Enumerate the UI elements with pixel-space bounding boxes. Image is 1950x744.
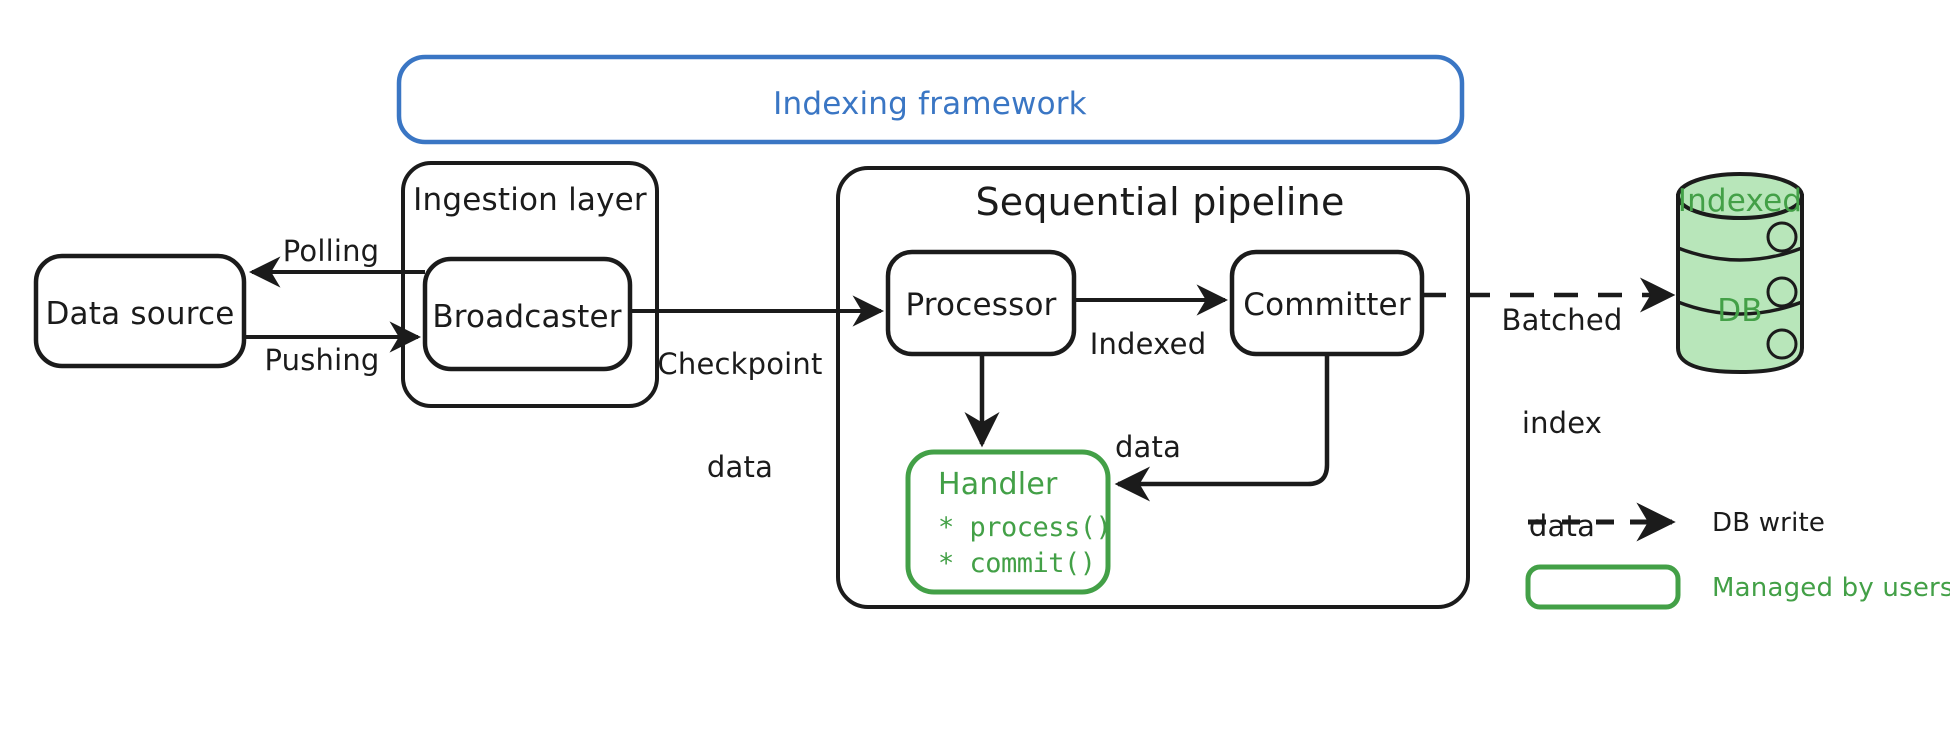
indexed-data-line2: data [1114,430,1182,465]
polling-label: Polling [282,234,380,268]
processor-label: Processor [905,287,1057,323]
indexing-framework-label: Indexing framework [773,86,1087,122]
legend-managed-by-users-label: Managed by users [1712,573,1950,603]
indexed-db-line1: Indexed [1677,183,1803,220]
handler-node[interactable] [905,449,1111,595]
indexed-db-label: Indexed DB [1678,110,1803,403]
sequential-pipeline-label: Sequential pipeline [975,180,1345,224]
committer-label: Committer [1243,287,1411,323]
checkpoint-data-label: Checkpoint data [657,279,822,553]
checkpoint-data-line2: data [706,450,774,485]
indexed-db-line2: DB [1717,292,1763,329]
handler-title: Handler [938,467,1058,502]
handler-method-process: * process() [938,512,1112,543]
batched-index-data-label: Batched index data [1501,235,1622,611]
batched-line1: Batched [1501,303,1623,338]
committer-to-handler-arrow [1114,354,1330,502]
indexed-data-label: Indexed data [1090,259,1207,533]
handler-method-commit: * commit() [938,548,1096,579]
checkpoint-data-line1: Checkpoint [657,347,823,382]
broadcaster-label: Broadcaster [432,299,622,335]
data-source-node[interactable] [33,253,247,369]
indexed-data-line1: Indexed [1089,327,1207,362]
legend-managed-by-users-swatch [1525,564,1681,610]
data-source-label: Data source [45,296,235,332]
batched-line3: data [1528,508,1596,543]
broadcaster-node[interactable] [422,256,633,372]
ingestion-layer-label: Ingestion layer [413,182,647,218]
indexing-framework-box [396,54,1465,145]
batched-line2: index [1521,406,1603,441]
indexed-db-cylinder[interactable] [1676,172,1804,375]
legend-db-write-label: DB write [1712,508,1826,538]
pushing-label: Pushing [264,343,380,377]
